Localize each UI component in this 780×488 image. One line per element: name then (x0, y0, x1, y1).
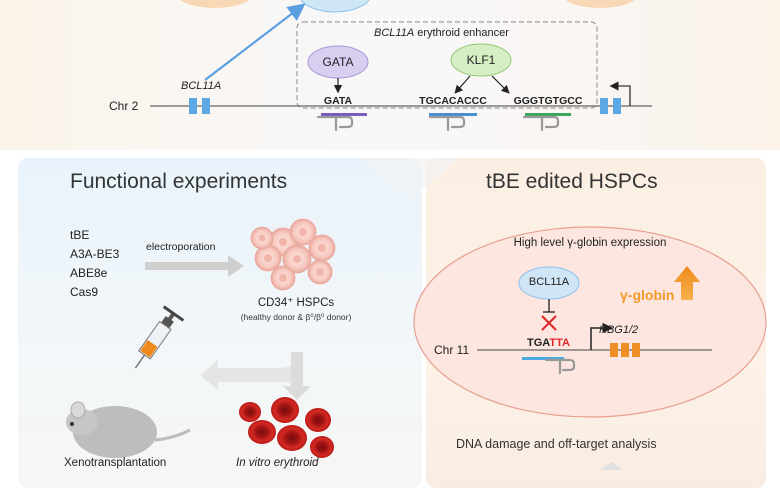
chr2-label: Chr 2 (109, 99, 139, 113)
exon-right-1 (600, 98, 608, 114)
bottom-right-arrow (600, 462, 622, 470)
editor-item: Cas9 (70, 285, 99, 299)
klf-motif-bar-1 (429, 113, 477, 116)
rbc-5 (310, 436, 334, 458)
dna-damage-label: DNA damage and off-target analysis (456, 437, 657, 451)
klf-motif-bar-2 (525, 113, 571, 116)
tss-arrow (609, 81, 631, 106)
bcl11a-arrow (204, 3, 306, 81)
rbc-4 (305, 408, 331, 432)
bcl11a-gene-label: BCL11A (181, 80, 222, 92)
hbg-tss-arrow (590, 322, 613, 350)
down-arrow (283, 352, 311, 400)
enhancer-box (296, 21, 598, 109)
gata-motif: GATA (323, 95, 353, 107)
editor-item: tBE (70, 228, 90, 242)
top-panel (0, 0, 780, 150)
editor-list: tBE A3A-BE3 ABE8e Cas9 (70, 226, 119, 302)
electroporation-label: electroporation (146, 241, 216, 253)
top-left-blob (180, 0, 250, 8)
hbg-exon-2 (621, 343, 629, 357)
klf-motif-1: TGCACACCC (419, 95, 487, 107)
rbc-3 (277, 425, 307, 451)
bcl11a-exon-1 (189, 98, 197, 114)
exon-right-2 (613, 98, 621, 114)
rbc-1 (271, 397, 299, 423)
sgrna-hook-1 (316, 115, 354, 132)
gglobin-up-arrow (674, 266, 700, 300)
chr11-label: Chr 11 (434, 343, 470, 357)
rbc-6 (239, 402, 261, 422)
gglobin-label: γ-globin (620, 287, 675, 303)
branch-arrow (200, 328, 297, 396)
rbc-2 (248, 420, 276, 444)
gata-motif-bar (321, 113, 367, 116)
edited-motif: TGATTA (527, 337, 570, 349)
electroporation-arrow (145, 255, 244, 277)
sgrna-hook-2 (428, 115, 466, 132)
klf1-factor (450, 43, 512, 77)
hbg-exon-3 (632, 343, 640, 357)
top-right-blob (565, 0, 635, 8)
klf-motif-2: GGGTGTGCC (513, 95, 583, 107)
editor-item: ABE8e (70, 266, 108, 280)
bcl11a-exon-2 (202, 98, 210, 114)
functional-title: Functional experiments (70, 170, 288, 193)
xeno-label: Xenotransplantation (64, 457, 167, 469)
hbg-label: HBG1/2 (599, 324, 639, 336)
diagram-graphics (66, 0, 767, 470)
edited-title: tBE edited HSPCs (486, 170, 658, 193)
klf1-factor-label: KLF1 (466, 53, 496, 67)
syringe-icon (134, 305, 185, 369)
bcl11a-factor-label: BCL11A (528, 276, 570, 288)
expression-label: High level γ-globin expression (513, 237, 667, 249)
sgrna-hook-3 (522, 115, 560, 132)
mouse-icon (66, 401, 191, 458)
top-center-blob (300, 0, 370, 13)
edited-cell (413, 226, 767, 418)
edit-motif-bar (522, 357, 564, 360)
enhancer-label: BCL11A erythroid enhancer (374, 27, 509, 39)
cd34-sublabel: (healthy donor & β⁰/β⁰ donor) (240, 312, 352, 322)
cd34-label: CD34⁺ HSPCs (257, 297, 335, 309)
gata-factor-label: GATA (322, 55, 354, 69)
block-x-2 (541, 315, 557, 331)
editor-item: A3A-BE3 (70, 247, 120, 261)
panel-chevron (360, 158, 460, 200)
invitro-label: In vitro erythroid (236, 457, 319, 469)
hbg-exon-1 (610, 343, 618, 357)
sgrna-hook-edit (544, 358, 576, 375)
